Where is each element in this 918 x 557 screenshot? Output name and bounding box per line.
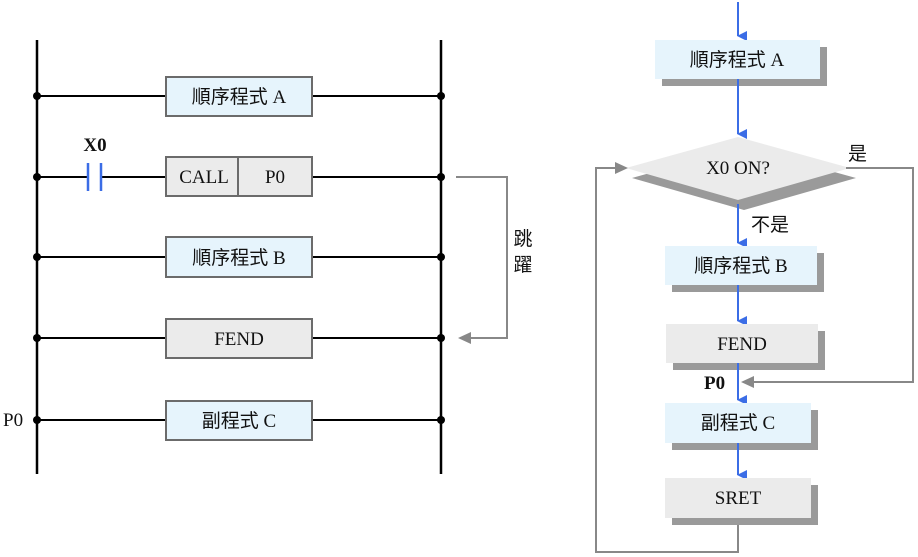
flow-box-sequence-a: 順序程式 A bbox=[655, 40, 827, 86]
call-instruction: CALL bbox=[179, 167, 229, 188]
sequence-a-box bbox=[165, 76, 313, 117]
rung-node-dot bbox=[33, 416, 41, 424]
jump-label-char-2: 躍 bbox=[513, 255, 532, 276]
jump-arrow: 跳 躍 bbox=[456, 176, 533, 344]
rung-node-dot bbox=[437, 173, 445, 181]
rung-node-dot bbox=[33, 334, 41, 342]
flow-sequence-b-label: 順序程式 B bbox=[694, 255, 787, 277]
pointer-p0-label: P0 bbox=[3, 410, 23, 431]
flow-box-sret: SRET bbox=[665, 478, 818, 525]
rung-node-dot bbox=[437, 92, 445, 100]
decision-label: X0 ON? bbox=[706, 158, 770, 179]
yes-jump-arrowhead-icon bbox=[741, 376, 754, 388]
subroutine-c-label: 副程式 C bbox=[202, 410, 276, 432]
subroutine-c-box bbox=[165, 400, 313, 441]
flow-pointer-p0-label: P0 bbox=[704, 373, 725, 394]
yes-label: 是 bbox=[848, 144, 867, 165]
no-label: 不是 bbox=[751, 215, 789, 236]
jump-label-char-1: 跳 bbox=[513, 228, 532, 250]
rung-node-dot bbox=[437, 334, 445, 342]
sequence-a-label: 順序程式 A bbox=[192, 86, 287, 108]
fend-label: FEND bbox=[214, 329, 264, 350]
rung-call: X0 CALL P0 bbox=[33, 135, 445, 197]
jump-arrowhead-icon bbox=[458, 332, 471, 344]
contact-label: X0 bbox=[83, 135, 106, 156]
rung-sequence-a: 順序程式 A bbox=[33, 76, 445, 117]
flow-subroutine-c-label: 副程式 C bbox=[701, 412, 775, 434]
ladder-diagram: 順序程式 A X0 CALL P0 順序程式 B bbox=[3, 40, 533, 474]
yes-jump-arrow bbox=[741, 167, 914, 388]
rung-node-dot bbox=[33, 253, 41, 261]
flowchart: 順序程式 A X0 ON? 是 不是 順序程式 B FEND P0 bbox=[595, 2, 914, 553]
x0-contact-icon bbox=[86, 163, 103, 191]
flow-box-fend: FEND bbox=[666, 324, 825, 370]
flow-sequence-a-label: 順序程式 A bbox=[690, 49, 785, 71]
fend-box bbox=[165, 318, 313, 359]
return-loop-arrow bbox=[595, 162, 739, 553]
rung-fend: FEND bbox=[33, 318, 445, 359]
flow-sret-label: SRET bbox=[715, 488, 762, 509]
sequence-b-box bbox=[165, 236, 313, 278]
sequence-b-label: 順序程式 B bbox=[192, 247, 285, 269]
flow-box-sequence-b: 順序程式 B bbox=[665, 246, 824, 292]
rung-node-dot bbox=[437, 416, 445, 424]
flow-box-subroutine-c: 副程式 C bbox=[665, 403, 818, 450]
rung-node-dot bbox=[33, 92, 41, 100]
rung-node-dot bbox=[33, 173, 41, 181]
rung-subroutine-c: P0 副程式 C bbox=[3, 400, 445, 441]
rung-sequence-b: 順序程式 B bbox=[33, 236, 445, 278]
rung-node-dot bbox=[437, 253, 445, 261]
flow-decision-x0-on: X0 ON? bbox=[626, 137, 856, 210]
return-arrowhead-icon bbox=[615, 162, 628, 174]
call-pointer: P0 bbox=[265, 167, 285, 188]
flow-fend-label: FEND bbox=[717, 334, 767, 355]
